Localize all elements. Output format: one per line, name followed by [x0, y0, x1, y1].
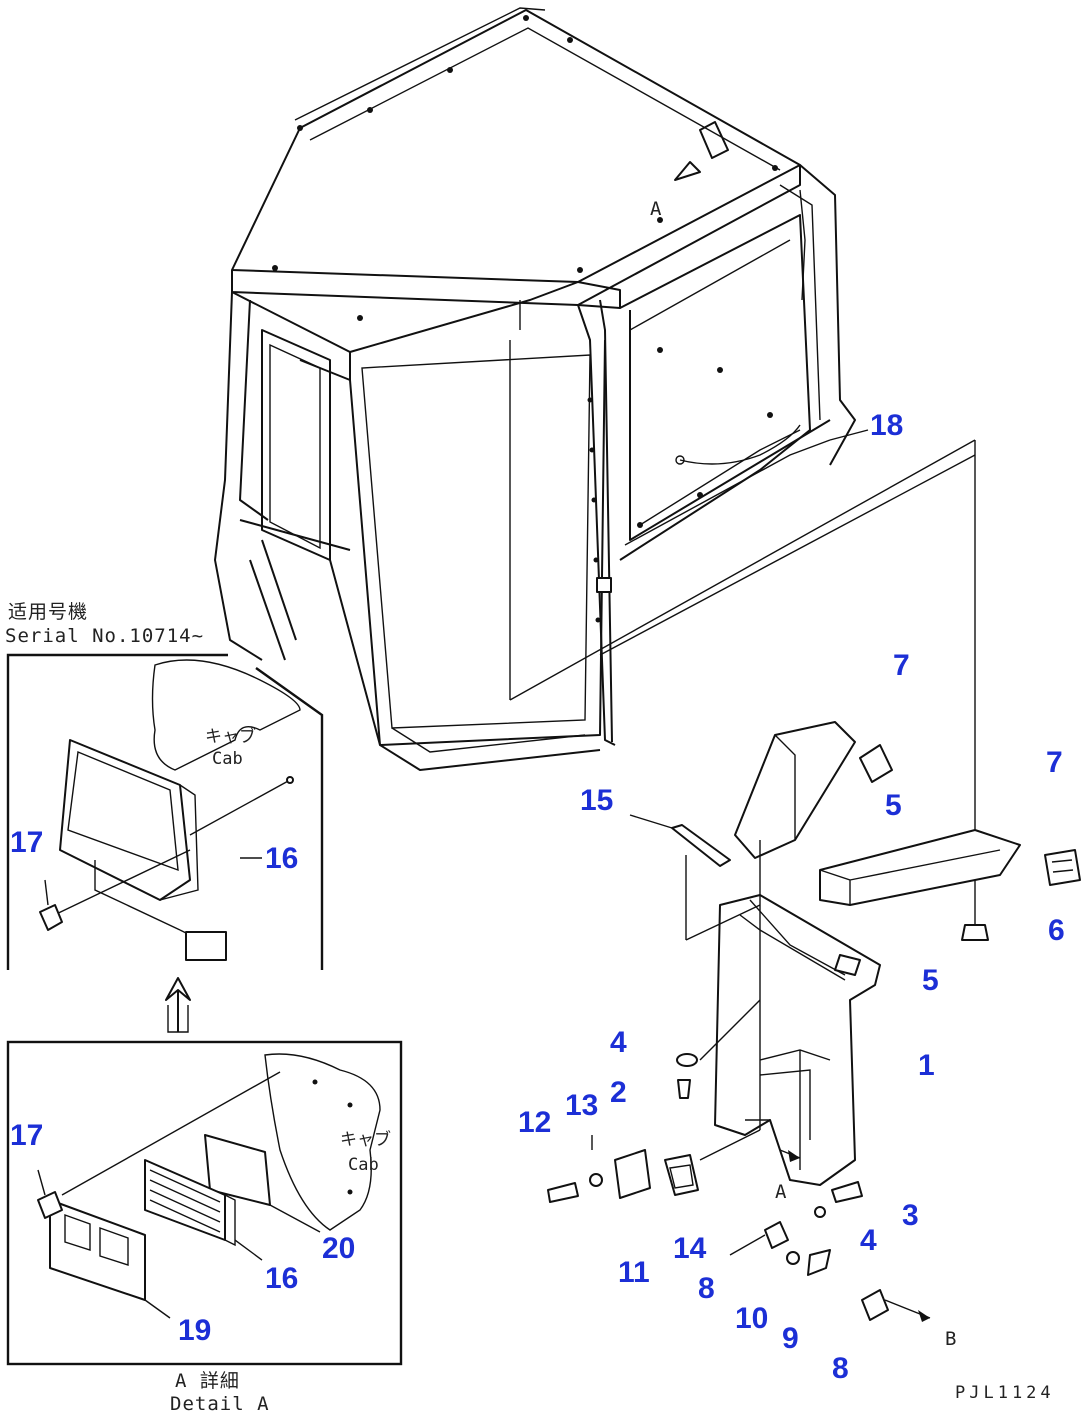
cab-label-upper-jp: キャブ — [205, 726, 256, 747]
callout-7b: 7 — [1046, 746, 1063, 779]
callout-17b: 17 — [10, 1119, 43, 1152]
callout-10: 10 — [735, 1302, 768, 1335]
callout-4a: 4 — [610, 1026, 627, 1059]
cab-label-lower-en: Cab — [348, 1155, 379, 1175]
callout-13: 13 — [565, 1089, 598, 1122]
detail-label-jp: A 詳細 — [175, 1370, 240, 1392]
callout-20: 20 — [322, 1232, 355, 1265]
drawing-code: PJL1124 — [955, 1383, 1055, 1403]
callout-3: 3 — [902, 1199, 919, 1232]
callout-5b: 5 — [922, 964, 939, 997]
callout-2: 2 — [610, 1076, 627, 1109]
callout-6: 6 — [1048, 914, 1065, 947]
detail-label-en: Detail A — [170, 1393, 270, 1414]
detail-box-lower — [6, 1040, 403, 1366]
callout-labels: 1 2 3 4 4 5 5 6 7 7 8 8 9 10 11 12 13 14… — [10, 409, 1065, 1385]
view-marker-a-lower: A — [775, 1181, 787, 1203]
callout-8b: 8 — [832, 1352, 849, 1385]
annotations: A A B 适用号機 Serial No.10714~ キャブ Cab キャブ … — [5, 198, 1055, 1414]
callout-12: 12 — [518, 1106, 551, 1139]
callout-5a: 5 — [885, 789, 902, 822]
serial-note-jp: 适用号機 — [8, 601, 88, 623]
callout-14: 14 — [673, 1232, 707, 1265]
serial-note-en: Serial No.10714~ — [5, 625, 204, 647]
cab-label-upper-en: Cab — [212, 749, 243, 769]
view-marker-b-lower: B — [945, 1328, 957, 1350]
cab-frame — [214, 7, 856, 771]
callout-15: 15 — [580, 784, 613, 817]
callout-18: 18 — [870, 409, 903, 442]
callout-1: 1 — [918, 1049, 935, 1082]
detail-box-upper — [6, 653, 324, 970]
transition-arrow — [165, 977, 191, 1033]
callout-8a: 8 — [698, 1272, 715, 1305]
callout-11: 11 — [618, 1256, 650, 1289]
callout-16b: 16 — [265, 1262, 298, 1295]
callout-9: 9 — [782, 1322, 799, 1355]
callout-4b: 4 — [860, 1224, 877, 1257]
callout-19: 19 — [178, 1314, 211, 1347]
callout-7a: 7 — [893, 649, 910, 682]
cab-label-lower-jp: キャブ — [340, 1129, 391, 1150]
callout-17a: 17 — [10, 826, 43, 859]
view-marker-a-top: A — [650, 198, 662, 220]
duct-assembly — [547, 721, 1081, 1322]
callout-16a: 16 — [265, 842, 298, 875]
